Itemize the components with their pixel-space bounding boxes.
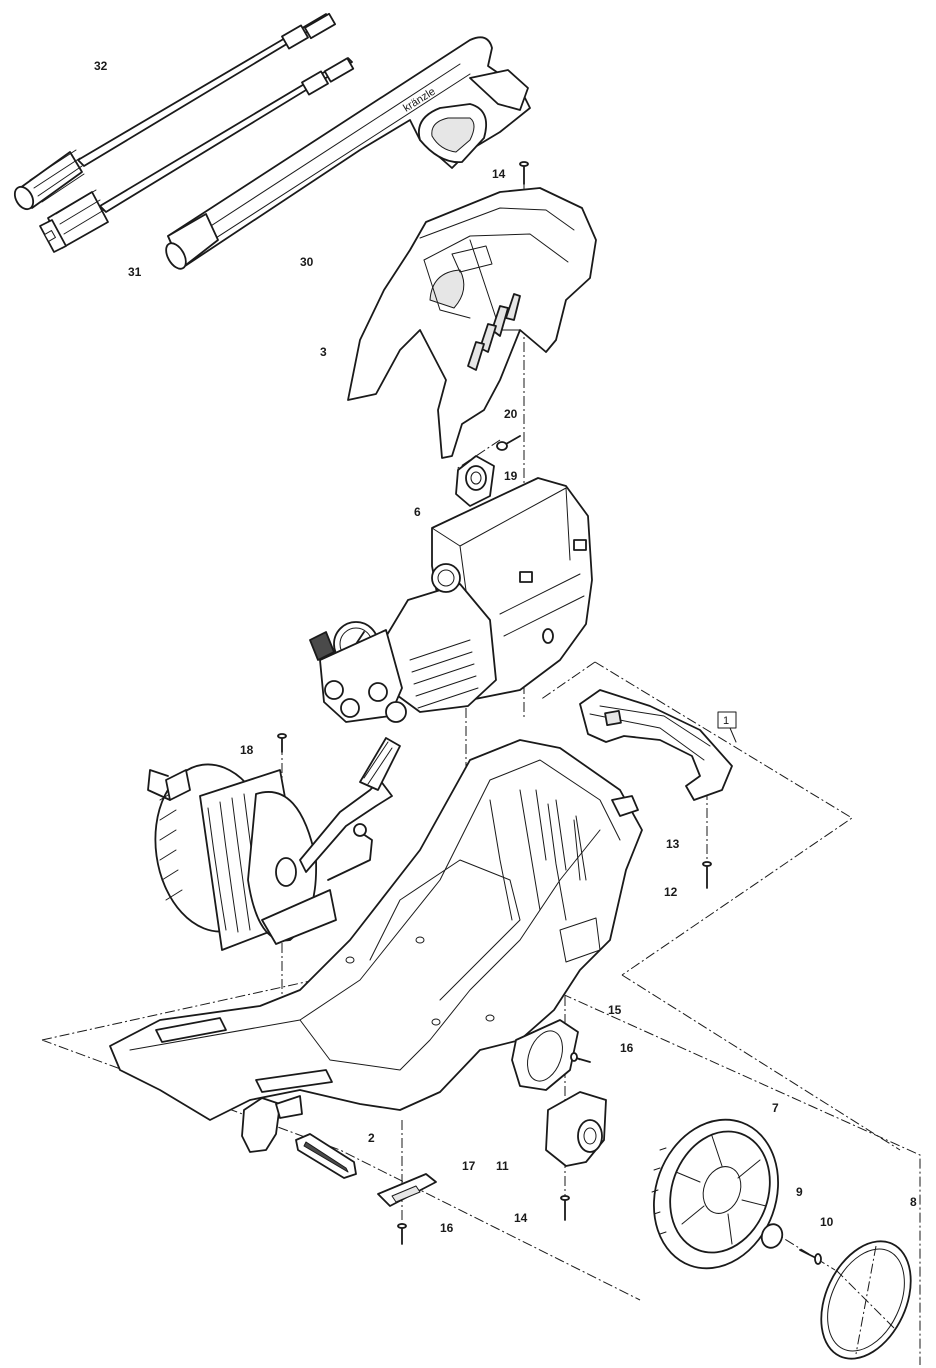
label-14-top: 14 (492, 167, 506, 181)
hose-reel-18 (147, 737, 401, 951)
label-7: 7 (772, 1101, 779, 1115)
label-20: 20 (504, 407, 518, 421)
assembly-box-marker (717, 711, 737, 743)
wheel-bracket (545, 1091, 607, 1167)
label-1: 1 (723, 715, 729, 727)
label-2: 2 (368, 1131, 375, 1145)
label-11: 11 (496, 1159, 509, 1173)
label-15: 15 (608, 1003, 622, 1017)
side-cover-15 (511, 1019, 579, 1091)
label-32: 32 (94, 59, 108, 73)
bracket-19 (455, 455, 495, 507)
screw-18 (277, 733, 287, 753)
label-9: 9 (796, 1185, 803, 1199)
label-3: 3 (320, 345, 327, 359)
front-foot-17 (241, 1095, 303, 1153)
label-10: 10 (820, 1215, 834, 1229)
clip-16-lower (377, 1173, 437, 1207)
label-31: 31 (128, 265, 142, 279)
spray-lance-32 (13, 12, 337, 211)
motor-pump-unit-6 (309, 477, 593, 723)
upper-hood-3 (347, 187, 597, 459)
label-8: 8 (910, 1195, 917, 1209)
screw-14-lower (560, 1195, 570, 1221)
label-14-lower: 14 (514, 1211, 528, 1225)
rubber-pad-11 (295, 1133, 357, 1179)
screw-20 (496, 435, 521, 451)
trigger-gun-30: kränzle (165, 36, 531, 270)
hub-cap-8 (820, 1240, 912, 1360)
label-30: 30 (300, 255, 314, 269)
push-handle-13 (579, 689, 733, 801)
screw-10 (799, 1249, 822, 1265)
washer-9 (760, 1223, 784, 1249)
label-19: 19 (504, 469, 518, 483)
screw-12 (702, 861, 712, 889)
label-6: 6 (414, 505, 421, 519)
label-16-lower: 16 (440, 1221, 454, 1235)
screw-16-lower (397, 1223, 407, 1245)
screw-16-side (570, 1052, 591, 1063)
part-labels: 32 14 31 30 3 20 19 6 1 18 13 12 15 16 7… (94, 59, 917, 1235)
label-13: 13 (666, 837, 680, 851)
turbo-lance-31 (39, 57, 355, 253)
label-18: 18 (240, 743, 254, 757)
chassis-frame-2 (109, 739, 643, 1121)
label-12: 12 (664, 885, 678, 899)
wheel-7 (651, 1118, 779, 1270)
label-16-side: 16 (620, 1041, 634, 1055)
label-17: 17 (462, 1159, 476, 1173)
assembly-outline-handle (539, 661, 853, 976)
screw-14-top (519, 161, 529, 185)
